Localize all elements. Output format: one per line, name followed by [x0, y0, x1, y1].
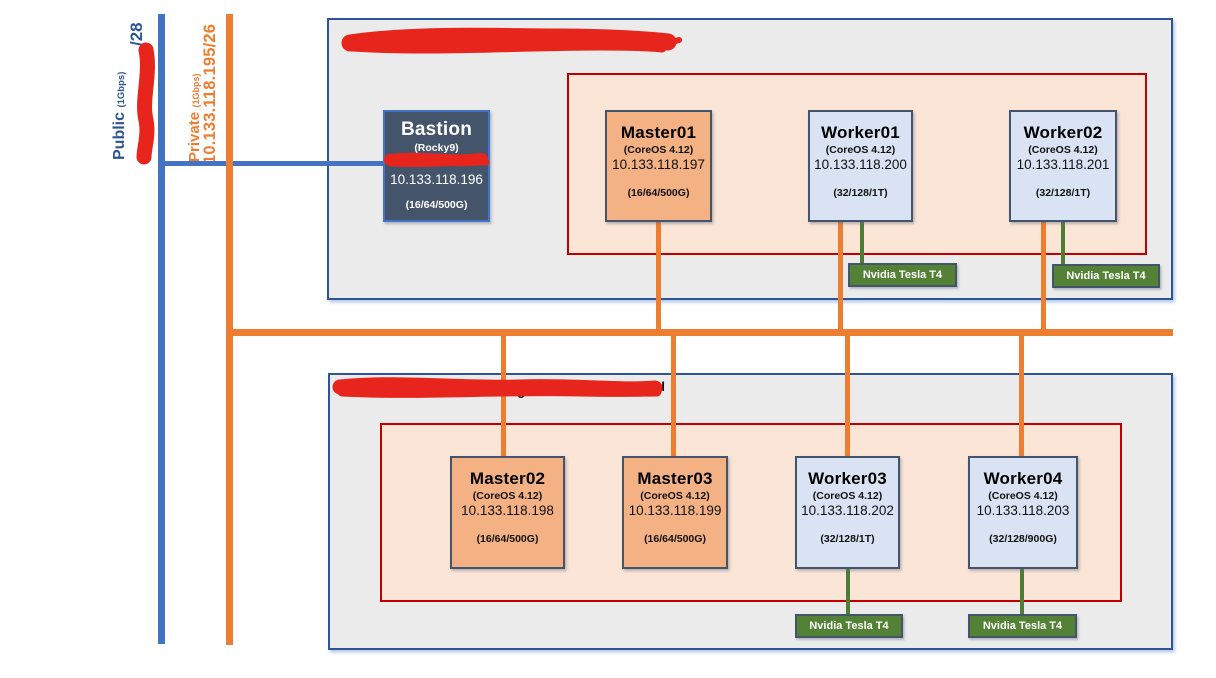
- node-ip: 10.133.118.196: [390, 172, 483, 187]
- node-name: Worker04: [983, 469, 1063, 488]
- worker02-private-link-line: [1041, 222, 1046, 329]
- node-ip: 10.133.118.203: [976, 503, 1070, 518]
- cluster2-title-fragment-1: g: [517, 382, 526, 398]
- worker03-gpu-link-line: [846, 569, 850, 615]
- node-os: (CoreOS 4.12): [1028, 144, 1098, 156]
- node-ip: 10.133.118.201: [1016, 157, 1110, 172]
- node-os: (CoreOS 4.12): [812, 490, 883, 502]
- worker01-gpu-box: Nvidia Tesla T4: [848, 263, 957, 287]
- private-network-cidr-label: 10.133.118.195/26: [201, 23, 219, 164]
- private-network-vertical-line: [226, 14, 233, 645]
- worker04-private-link-line: [1019, 336, 1024, 456]
- worker04-gpu-box: Nvidia Tesla T4: [968, 614, 1077, 638]
- node-specs: (16/64/500G): [644, 533, 706, 545]
- public-to-bastion-link-line: [160, 161, 384, 166]
- worker04-gpu-link-line: [1020, 569, 1024, 615]
- master02-private-link-line: [501, 336, 506, 456]
- node-specs: (32/128/1T): [1035, 187, 1091, 199]
- public-ip-redaction: [136, 42, 155, 165]
- node-specs: (16/64/500G): [476, 533, 539, 545]
- node-bastion: Bastion (Rocky9) 10.133.118.196 (16/64/5…: [383, 110, 490, 222]
- redacted-public-ip-gap: [385, 154, 488, 171]
- node-name: Worker02: [1023, 123, 1103, 142]
- public-network-bandwidth: (1Gbps): [116, 71, 127, 108]
- node-os: (CoreOS 4.12): [472, 490, 543, 502]
- node-name: Master02: [469, 469, 546, 488]
- private-network-bandwidth: (1Gbps): [191, 73, 201, 108]
- worker01-private-link-line: [838, 222, 843, 329]
- node-specs: (16/64/500G): [405, 199, 468, 211]
- node-os: (CoreOS 4.12): [988, 490, 1058, 502]
- master01-private-link-line: [656, 222, 661, 329]
- worker02-gpu-box: Nvidia Tesla T4: [1052, 264, 1160, 288]
- public-subnet-mask-label: /28: [127, 22, 146, 46]
- worker03-gpu-box: Nvidia Tesla T4: [795, 614, 903, 638]
- node-ip: 10.133.118.200: [814, 157, 907, 172]
- node-ip: 10.133.118.199: [628, 503, 722, 518]
- worker02-gpu-link-line: [1061, 222, 1065, 264]
- cluster2-title-fragment-2: ud: [649, 379, 665, 394]
- worker01-gpu-link-line: [860, 222, 864, 263]
- node-name: Worker03: [808, 469, 887, 488]
- node-specs: (32/128/900G): [989, 533, 1057, 545]
- node-os: (CoreOS 4.12): [825, 144, 896, 156]
- worker03-private-link-line: [845, 336, 850, 456]
- node-name: Bastion: [400, 119, 473, 140]
- node-worker01: Worker01 (CoreOS 4.12) 10.133.118.200 (3…: [808, 110, 913, 222]
- node-ip: 10.133.118.197: [612, 157, 705, 172]
- master03-private-link-line: [671, 336, 676, 456]
- private-network-trunk-line: [229, 329, 1173, 336]
- node-specs: (32/128/1T): [820, 533, 875, 545]
- node-worker04: Worker04 (CoreOS 4.12) 10.133.118.203 (3…: [968, 456, 1078, 569]
- node-os: (CoreOS 4.12): [623, 144, 694, 156]
- node-name: Master01: [620, 123, 697, 142]
- public-network-vertical-line: [158, 14, 165, 644]
- node-name: Worker01: [821, 123, 900, 142]
- node-ip: 10.133.118.198: [461, 503, 554, 518]
- public-network-label: Public (1Gbps): [111, 72, 129, 160]
- public-network-name: Public: [111, 111, 128, 160]
- node-worker03: Worker03 (CoreOS 4.12) 10.133.118.202 (3…: [795, 456, 900, 569]
- node-master02: Master02 (CoreOS 4.12) 10.133.118.198 (1…: [450, 456, 565, 569]
- node-master01: Master01 (CoreOS 4.12) 10.133.118.197 (1…: [605, 110, 712, 222]
- node-specs: (32/128/1T): [833, 187, 888, 199]
- node-worker02: Worker02 (CoreOS 4.12) 10.133.118.201 (3…: [1009, 110, 1117, 222]
- node-name: Master03: [637, 469, 713, 488]
- node-ip: 10.133.118.202: [801, 503, 894, 518]
- node-os: (Rocky9): [414, 142, 459, 154]
- node-master03: Master03 (CoreOS 4.12) 10.133.118.199 (1…: [622, 456, 728, 569]
- node-specs: (16/64/500G): [627, 187, 690, 199]
- node-os: (CoreOS 4.12): [640, 490, 710, 502]
